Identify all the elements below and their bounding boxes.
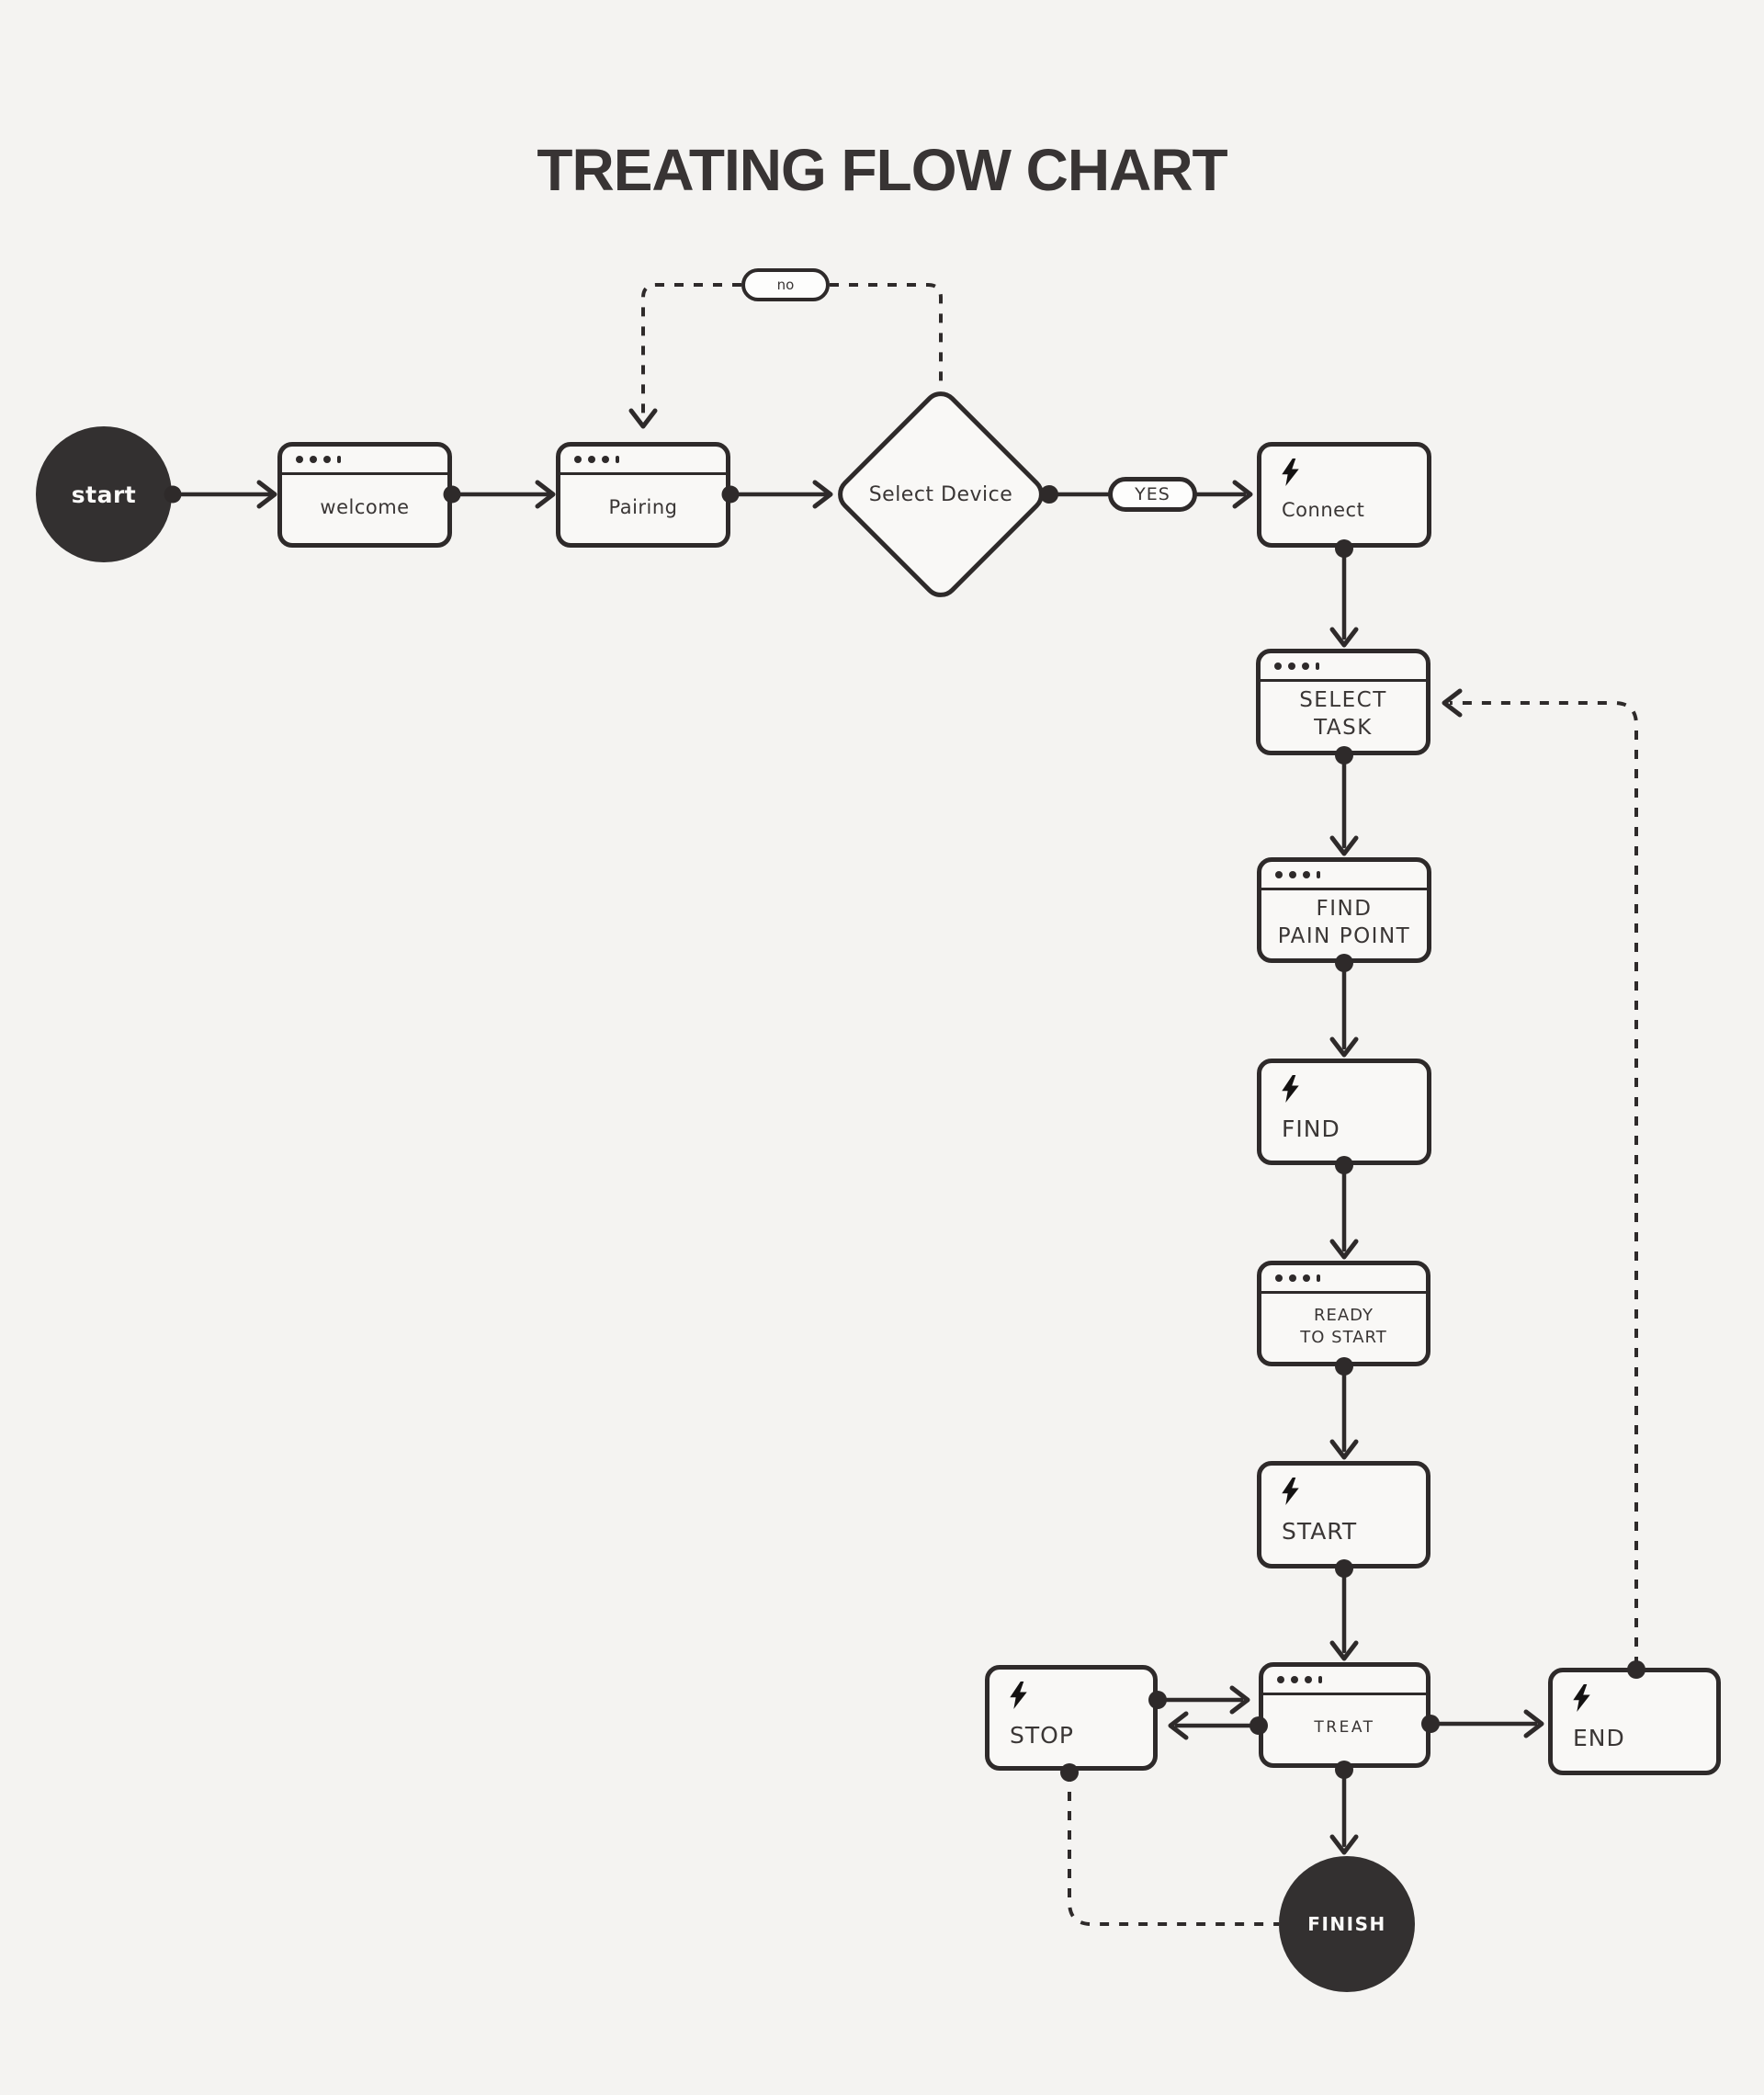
- start-action-label: START: [1282, 1518, 1358, 1545]
- node-stop: STOP: [985, 1665, 1158, 1771]
- node-finish: FINISH: [1279, 1856, 1415, 1992]
- node-select-task: SELECT TASK: [1256, 649, 1430, 755]
- find-pain-point-line1: FIND: [1316, 896, 1373, 921]
- node-start: start: [36, 426, 172, 562]
- branch-label-yes: YES: [1108, 477, 1197, 512]
- node-welcome: welcome: [277, 442, 452, 548]
- no-label: no: [776, 277, 795, 293]
- lightning-bolt-icon: [1010, 1682, 1027, 1709]
- ready-to-start-line2: TO START: [1300, 1327, 1387, 1347]
- stop-label: STOP: [1010, 1722, 1074, 1749]
- node-end: END: [1548, 1668, 1721, 1775]
- node-treat: TREAT: [1259, 1662, 1430, 1768]
- window-controls-dots-icon: [1263, 1667, 1426, 1695]
- select-task-line1: SELECT: [1299, 688, 1387, 713]
- treat-label: TREAT: [1314, 1718, 1375, 1738]
- window-controls-dots-icon: [1261, 653, 1426, 682]
- lightning-bolt-icon: [1282, 1478, 1299, 1505]
- lightning-bolt-icon: [1573, 1684, 1590, 1712]
- lightning-bolt-icon: [1282, 1075, 1299, 1103]
- connect-label: Connect: [1282, 499, 1365, 521]
- node-connect: Connect: [1257, 442, 1431, 548]
- node-find: FIND: [1257, 1059, 1431, 1165]
- welcome-label: welcome: [320, 495, 410, 518]
- yes-label: YES: [1135, 484, 1170, 504]
- node-pairing: Pairing: [556, 442, 730, 548]
- node-start-action: START: [1257, 1461, 1430, 1568]
- node-select-device: Select Device: [830, 383, 1052, 606]
- ready-to-start-line1: READY: [1313, 1306, 1374, 1326]
- node-ready-to-start: READY TO START: [1257, 1261, 1430, 1366]
- lightning-bolt-icon: [1282, 459, 1299, 486]
- find-label: FIND: [1282, 1115, 1340, 1142]
- select-task-line2: TASK: [1314, 716, 1373, 740]
- select-device-label: Select Device: [868, 482, 1013, 506]
- pairing-label: Pairing: [608, 495, 678, 518]
- window-controls-dots-icon: [560, 447, 726, 475]
- node-find-pain-point: FIND PAIN POINT: [1257, 857, 1431, 963]
- window-controls-dots-icon: [1261, 1265, 1426, 1294]
- page-title: TREATING FLOW CHART: [537, 137, 1227, 203]
- start-label: start: [71, 481, 137, 508]
- finish-label: FINISH: [1307, 1913, 1386, 1935]
- window-controls-dots-icon: [1261, 862, 1427, 890]
- find-pain-point-line2: PAIN POINT: [1277, 923, 1411, 948]
- window-controls-dots-icon: [282, 447, 447, 475]
- end-label: END: [1573, 1725, 1625, 1751]
- branch-label-no: no: [741, 268, 830, 301]
